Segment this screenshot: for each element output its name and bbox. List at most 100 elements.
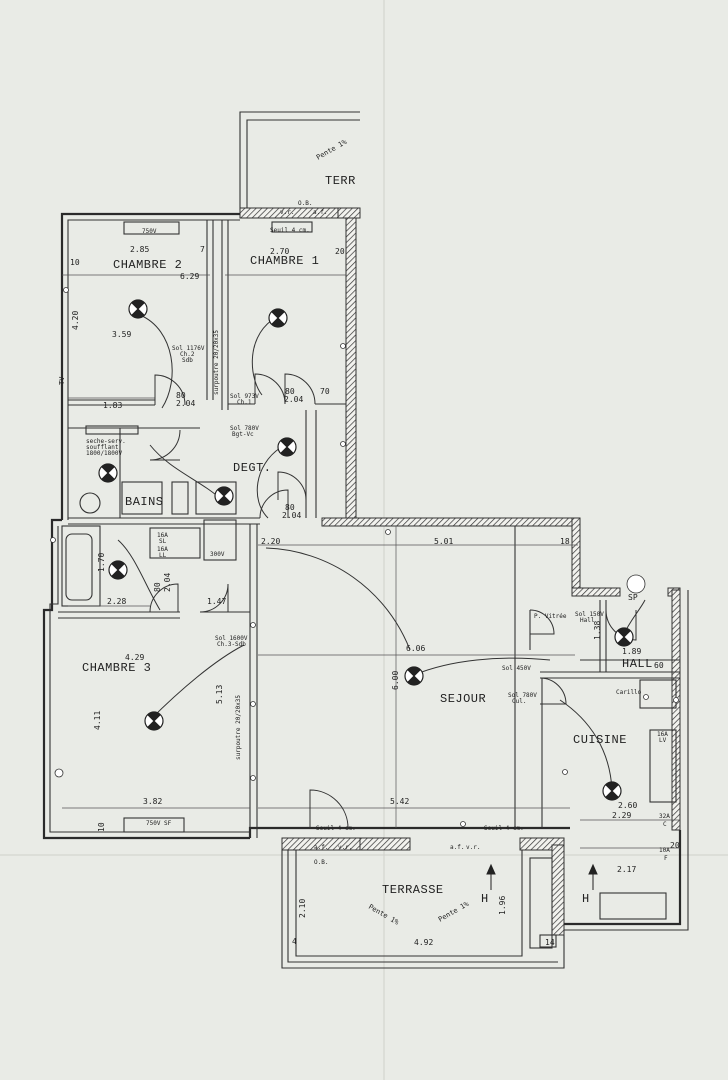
arrow-icons	[486, 863, 598, 890]
breaker-label: F	[664, 855, 668, 862]
window-type-label: a.f.	[314, 844, 328, 851]
circuit-label: Sol 450V	[502, 665, 531, 672]
dim-label: 20	[670, 841, 680, 850]
dim-label: 2.20	[261, 537, 280, 546]
dim-label: 6.00	[391, 671, 400, 690]
dim-label: 1.89	[622, 647, 641, 656]
radiator-label: 750V	[142, 228, 157, 235]
heater-label: soufflant	[86, 444, 119, 451]
light-fixture-icon	[214, 486, 234, 506]
dim-label: 4.29	[125, 653, 144, 662]
dim-label: 60	[654, 661, 664, 670]
dim-label: 2.04	[176, 399, 195, 408]
dim-label: 18	[560, 537, 570, 546]
heater-label: seche-serv.	[86, 438, 126, 445]
light-fixture-icon	[602, 781, 622, 801]
room-label-chambre-3: CHAMBRE 3	[82, 661, 151, 675]
circuit-label: Bgt-Vc	[232, 431, 254, 438]
dim-label: 5.13	[215, 685, 224, 704]
height-marker-label: H	[481, 892, 489, 906]
breaker-label: 10A	[659, 847, 670, 854]
slope-label: Pente 1%	[315, 138, 349, 162]
dim-label: 2.04	[284, 395, 303, 404]
circuit-label: Ch.2	[180, 351, 195, 358]
circuit-label: Ch.3-Sdb	[217, 641, 246, 648]
doors	[149, 373, 637, 829]
dim-label: 10	[70, 258, 80, 267]
shutter-label: v.r.	[466, 844, 480, 851]
light-fixture-icon	[144, 711, 164, 731]
threshold-label: Seuil 4 cm.	[484, 825, 524, 832]
dim-label: 3.59	[112, 330, 131, 339]
circuit-label: Sol 1176V	[172, 345, 205, 352]
window-label: O.B.	[314, 859, 328, 866]
outlet-icons	[50, 287, 679, 827]
light-fixture-icon	[404, 666, 424, 686]
dim-label: 2.04	[163, 573, 172, 592]
window-label: O.B.	[298, 200, 312, 207]
room-label-hall: HALL	[622, 657, 653, 671]
circuit-label: Sol 780V	[230, 425, 259, 432]
slope-label: Pente 1%	[437, 900, 471, 924]
dim-label: 3.82	[143, 797, 162, 806]
window-type-label: a.f.	[313, 209, 327, 216]
dim-label: 2.29	[612, 811, 631, 820]
window-type-label: a.f.	[450, 844, 464, 851]
terrasse-outline	[281, 837, 667, 969]
heater-label: 1800/1800V	[86, 450, 123, 457]
circuit-label: Cul.	[512, 698, 526, 705]
breaker-label: C	[663, 821, 667, 828]
dim-label: 6.29	[180, 272, 199, 281]
electrical-wiring	[117, 314, 646, 791]
height-marker-label: H	[582, 892, 590, 906]
light-fixture-icon	[277, 437, 297, 457]
dim-label: 5.42	[390, 797, 409, 806]
panel-label: SP	[628, 593, 638, 602]
radiators	[85, 221, 313, 833]
circuit-label: Hall	[580, 617, 595, 624]
room-label-terrasse: TERRASSE	[382, 883, 444, 897]
shutter-label: v.r.	[280, 209, 294, 216]
heater-label: 300V	[210, 551, 225, 558]
room-label-terr: TERR	[325, 174, 356, 188]
dim-label: 2.10	[298, 899, 307, 918]
circuit-label: Sdb	[182, 357, 193, 364]
door-label: P. Vitrée	[534, 613, 567, 620]
circuit-label: Sol 973V	[230, 393, 259, 400]
doorbell-label: Carillo	[616, 689, 642, 696]
breaker-label: 16A	[657, 731, 668, 738]
dim-label: 80	[176, 391, 186, 400]
room-label-degt: DEGT.	[233, 461, 272, 475]
dim-label: 70	[320, 387, 330, 396]
dim-label: 4	[292, 937, 297, 946]
dim-label: 2.70	[270, 247, 289, 256]
dim-label: 1.96	[498, 896, 507, 915]
light-fixture-icon	[98, 463, 118, 483]
breaker-label: 32A	[659, 813, 670, 820]
light-fixture-icon	[128, 299, 148, 319]
shutter-label: v.r.	[338, 844, 352, 851]
circuit-label: Sol 1600V	[215, 635, 248, 642]
radiator-label: 750V SF	[146, 820, 172, 827]
dim-label: 2.17	[617, 865, 636, 874]
breaker-label: LV	[659, 737, 667, 744]
tv-outlet-label: TV	[58, 376, 66, 385]
dim-label: 4.20	[71, 311, 80, 330]
dim-label: 2.28	[107, 597, 126, 606]
dim-label: 80	[285, 503, 295, 512]
dimension-labels: 2.85 6.29 2.70 3.59 4.20 1.83 2.04 2.04 …	[70, 245, 680, 947]
dim-label: 1.38	[593, 621, 602, 640]
dim-label: 80	[153, 582, 162, 592]
dim-label: 1.70	[97, 553, 106, 572]
breaker-label: SL	[159, 538, 167, 545]
dim-label: 1.47	[207, 597, 226, 606]
room-label-cuisine: CUISINE	[573, 733, 627, 747]
circuit-label: Sol 150V	[575, 611, 604, 618]
beam-label: surpoutre 20/20x35	[213, 330, 220, 395]
dim-label: 4.11	[93, 711, 102, 730]
dim-label: 1.83	[103, 401, 122, 410]
breaker-label: 16A	[157, 546, 168, 553]
breaker-label: 16A	[157, 532, 168, 539]
dim-label: 2.85	[130, 245, 149, 254]
